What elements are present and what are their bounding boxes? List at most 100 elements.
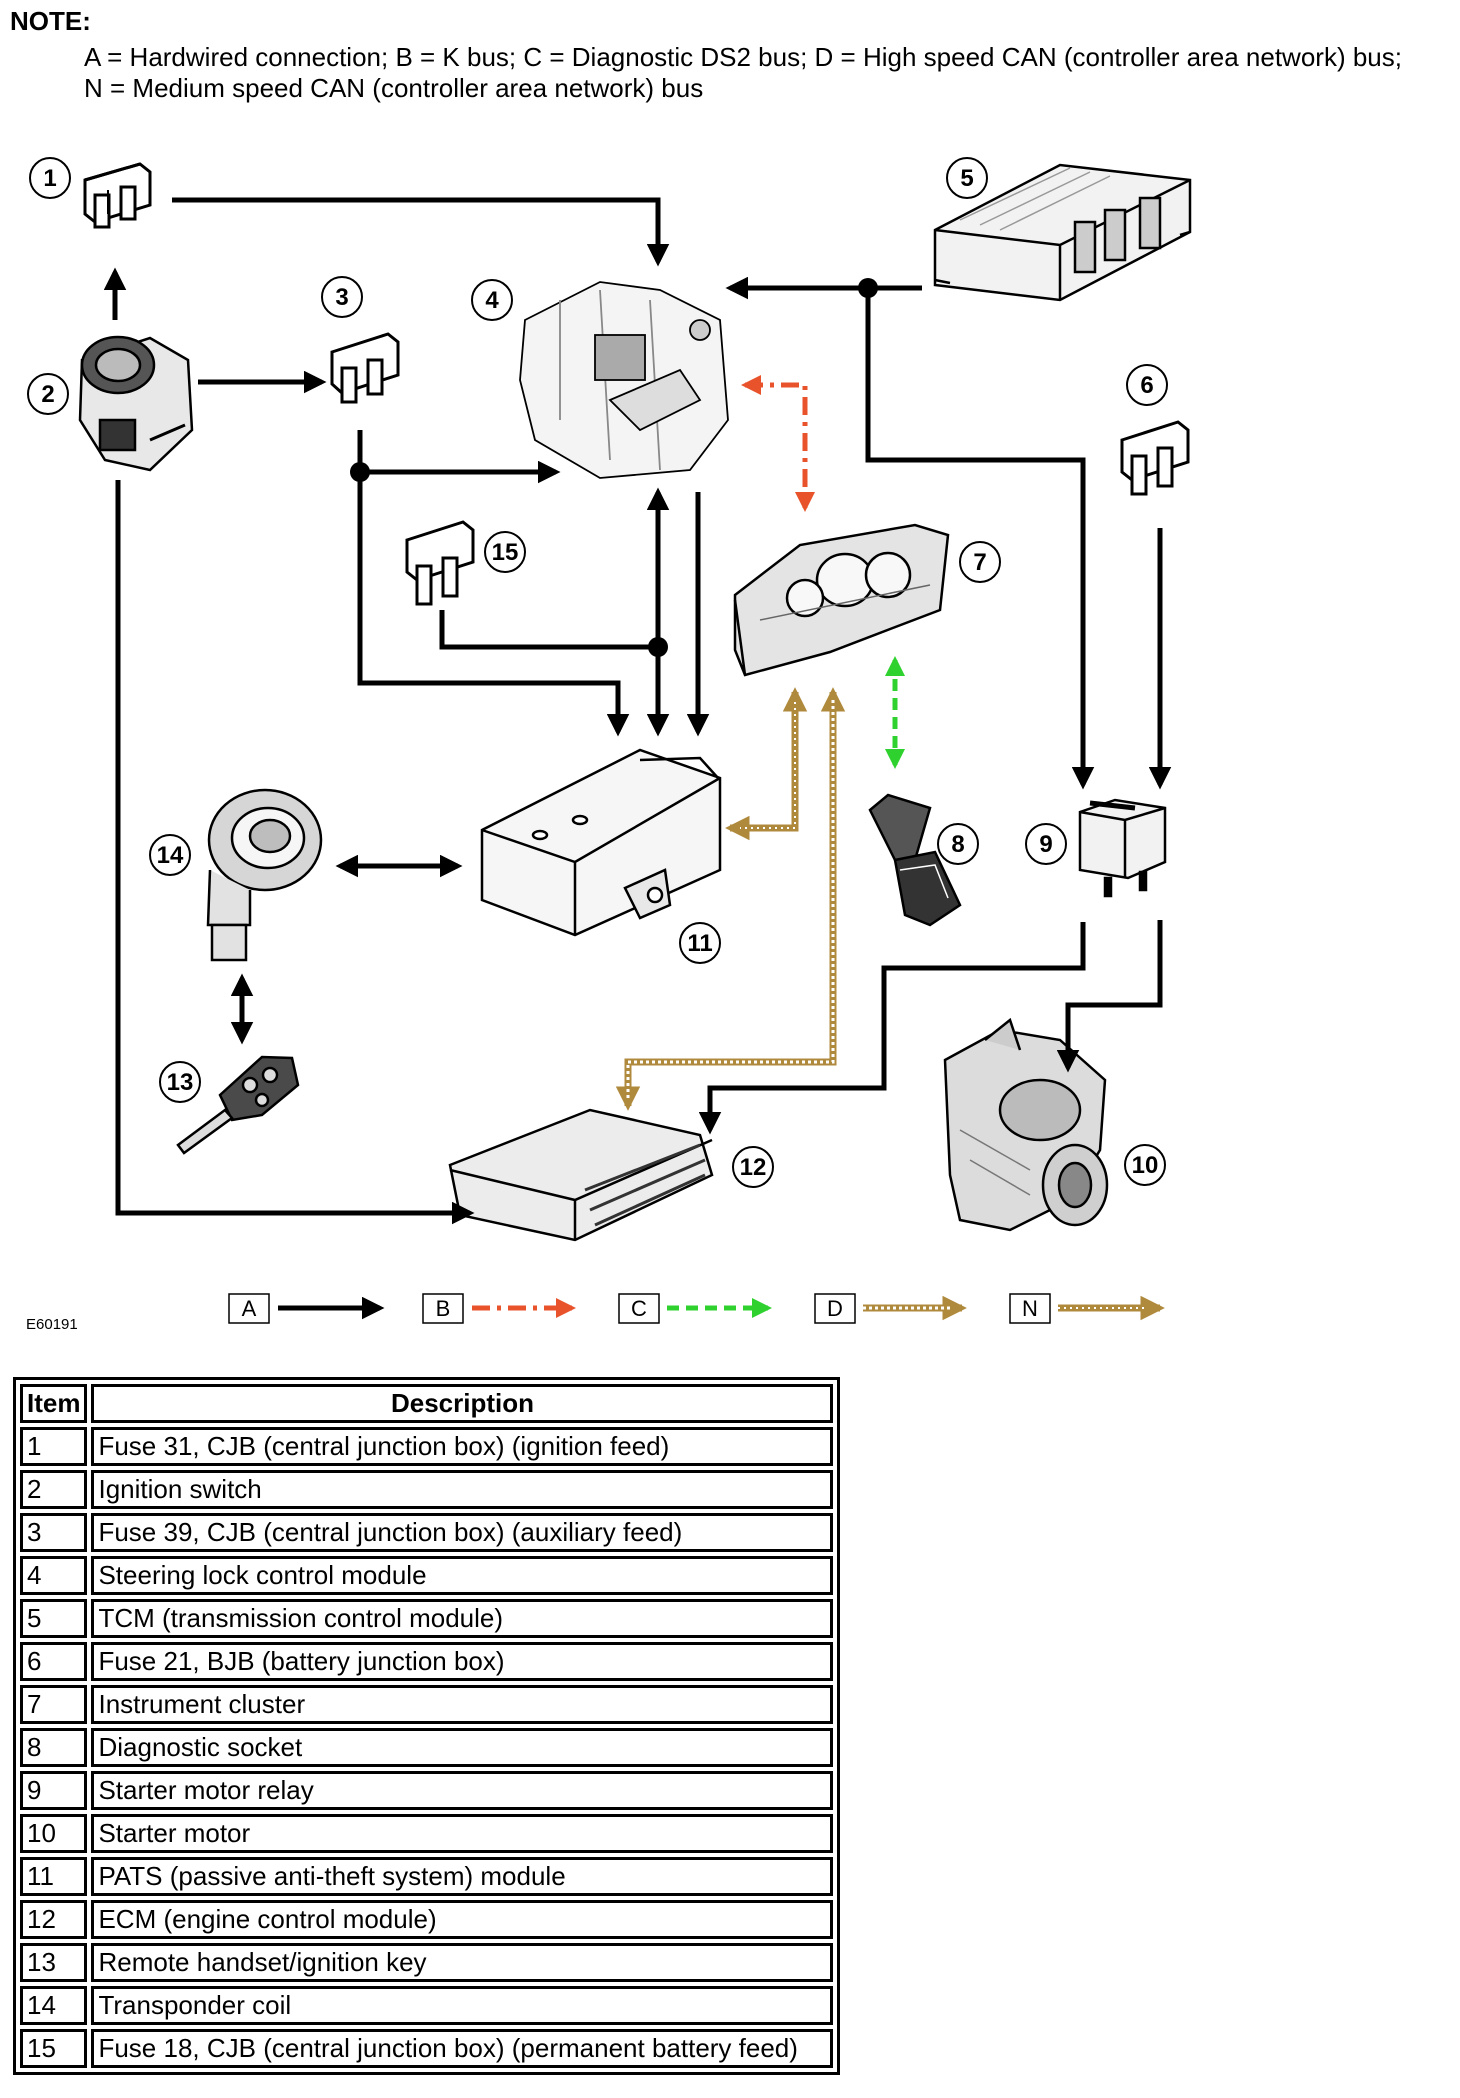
item-number: 12 [20, 1900, 88, 1939]
starter-relay-icon [1078, 798, 1167, 898]
callout-12: 12 [732, 1146, 774, 1188]
item-number: 11 [20, 1857, 88, 1896]
item-description: Diagnostic socket [91, 1728, 834, 1767]
item-description: Starter motor relay [91, 1771, 834, 1810]
wire-9-to-10 [1056, 920, 1163, 1073]
callout-circle [149, 834, 191, 876]
item-number: 7 [20, 1685, 88, 1724]
callout-13: 13 [159, 1061, 201, 1103]
callout-label: 8 [951, 831, 964, 858]
item-description: PATS (passive anti-theft system) module [91, 1857, 834, 1896]
callout-label: 6 [1140, 372, 1153, 399]
callout-circle [27, 373, 69, 415]
k-bus-4-7 [741, 375, 815, 512]
item-number: 6 [20, 1642, 88, 1681]
legend-a: A [228, 1293, 385, 1324]
callout-circle [959, 541, 1001, 583]
callout-label: 11 [687, 930, 712, 957]
callout-4: 4 [471, 279, 513, 321]
note-title: NOTE: [10, 6, 91, 36]
callout-5: 5 [946, 157, 988, 199]
callout-circle [946, 157, 988, 199]
ecm-icon [448, 1108, 714, 1242]
instrument-cluster-icon [733, 523, 950, 677]
legend-a-key: A [242, 1296, 257, 1321]
pats-module-icon [480, 748, 722, 937]
item-number: 1 [20, 1427, 88, 1466]
callout-label: 7 [973, 549, 986, 576]
callout-circle [321, 276, 363, 318]
callout-9: 9 [1025, 823, 1067, 865]
wire-3-to-4 [357, 430, 561, 484]
callout-label: 5 [960, 165, 973, 192]
fuse-1-icon [83, 162, 152, 229]
callout-15: 15 [484, 531, 526, 573]
callout-label: 4 [485, 287, 499, 314]
steering-lock-module-icon [519, 281, 729, 479]
callout-6: 6 [1126, 364, 1168, 406]
callout-circle [1124, 1144, 1166, 1186]
transponder-coil-icon [206, 788, 323, 962]
callout-circle [937, 823, 979, 865]
legend-n: N [1009, 1293, 1165, 1324]
legend-b-key: B [436, 1296, 451, 1321]
ms-can-bus [725, 687, 808, 841]
item-number: 9 [20, 1771, 88, 1810]
remote-key-icon [176, 1055, 300, 1155]
item-number: 3 [20, 1513, 88, 1552]
note-line-2: N = Medium speed CAN (controller area ne… [84, 73, 704, 103]
item-description: Remote handset/ignition key [91, 1943, 834, 1982]
fuse-3-icon [330, 332, 400, 404]
item-number: 5 [20, 1599, 88, 1638]
callout-7: 7 [959, 541, 1001, 583]
legend-d: D [814, 1293, 967, 1324]
item-description: TCM (transmission control module) [91, 1599, 834, 1638]
item-number: 15 [20, 2029, 88, 2068]
item-description: ECM (engine control module) [91, 1900, 834, 1939]
wire-5-to-9 [865, 288, 1095, 790]
legend-n-key: N [1022, 1296, 1038, 1321]
wire-1-to-4 [172, 197, 670, 267]
callout-circle [471, 279, 513, 321]
fuse-6-icon [1120, 420, 1190, 496]
item-description: Steering lock control module [91, 1556, 834, 1595]
hs-can-bus [615, 687, 846, 1111]
item-description: Fuse 21, BJB (battery junction box) [91, 1642, 834, 1681]
item-description: Fuse 39, CJB (central junction box) (aux… [91, 1513, 834, 1552]
tcm-icon [933, 163, 1192, 302]
callout-circle [1126, 364, 1168, 406]
callout-label: 10 [1132, 1152, 1159, 1179]
ignition-switch-icon [78, 335, 194, 472]
callout-10: 10 [1124, 1144, 1166, 1186]
item-description: Transponder coil [91, 1986, 834, 2025]
legend-c: C [618, 1293, 772, 1324]
callout-circle [484, 531, 526, 573]
header-description: Description [91, 1384, 834, 1423]
item-number: 13 [20, 1943, 88, 1982]
legend-c-key: C [631, 1296, 647, 1321]
wire-2-to-12 [115, 480, 475, 1225]
callout-label: 12 [740, 1154, 767, 1181]
wire-3-to-11 [357, 472, 630, 737]
callout-circle [1025, 823, 1067, 865]
figure-id: E60191 [26, 1316, 78, 1333]
item-number: 8 [20, 1728, 88, 1767]
table-header-row: Item Description [20, 1384, 834, 1423]
callout-label: 15 [492, 539, 519, 566]
callout-8: 8 [937, 823, 979, 865]
callout-circle [679, 922, 721, 964]
callout-label: 2 [41, 381, 54, 408]
callout-label: 1 [43, 165, 56, 192]
item-description: Starter motor [91, 1814, 834, 1853]
